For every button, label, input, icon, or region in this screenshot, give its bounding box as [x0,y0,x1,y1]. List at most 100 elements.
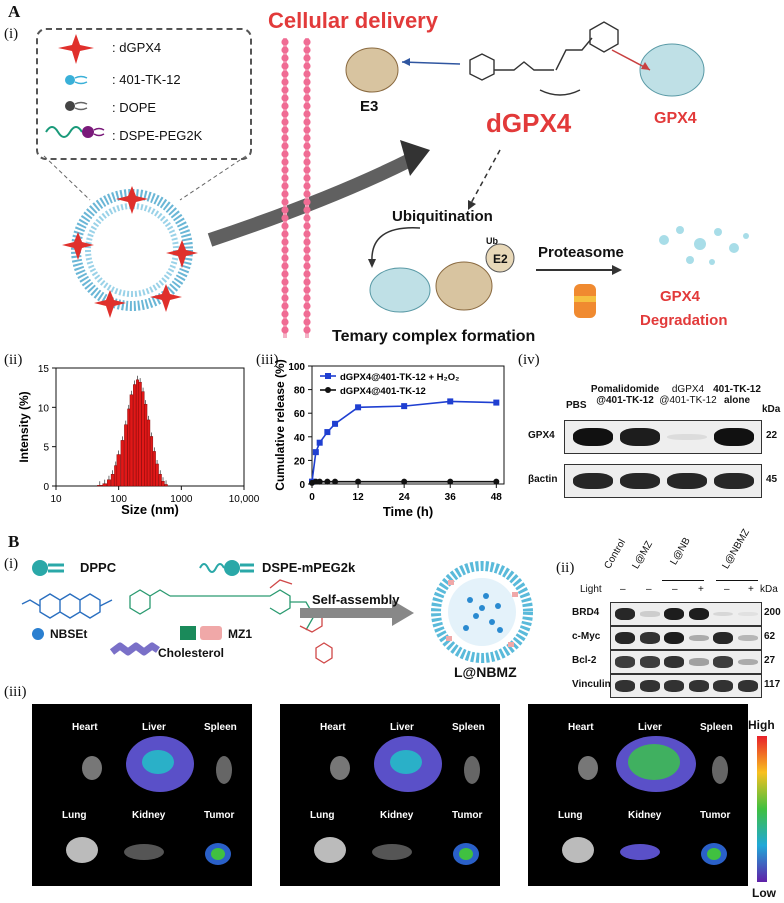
lipid-head [281,222,289,230]
dgpx4-label: dGPX4 [486,108,572,138]
heart-organ [578,756,598,780]
line-ytick-label: 100 [288,362,305,373]
lipid-head [281,70,289,78]
mz1-label: MZ1 [228,627,252,641]
lipid-icon [65,75,88,85]
wb-b-blot [610,650,762,674]
lung-organ [314,837,346,863]
line-ylabel: Cumulative release (%) [273,359,287,490]
lung-organ [66,837,98,863]
hist-bar [152,451,156,487]
lipid-head [281,142,289,150]
wb-band [664,656,684,668]
proteasome-icon [574,284,596,318]
wb-band [688,634,709,642]
organ-label: Lung [310,810,335,821]
kidney-organ [620,844,660,860]
series-point [324,429,331,436]
ternary-complex [369,243,515,313]
lnbmz-label: L@NBMZ [454,664,517,680]
hist-bar [124,424,128,487]
line-ytick-label: 80 [294,386,306,397]
hist-bar [97,485,103,487]
lipid-head [281,326,289,334]
wb-b-col-3: L@NBMZ [720,527,753,571]
gpx4-protein [639,43,705,97]
wb-band [713,656,733,668]
lipid-head [303,110,311,118]
tumor-signal [211,848,225,860]
wb-b-blot [610,674,762,698]
lipid-head [281,158,289,166]
wb-b-blot [610,626,762,650]
lipid-head [303,94,311,102]
hist-ytick-label: 5 [43,443,49,454]
lipid-head [303,78,311,86]
line-ytick-label: 40 [294,433,306,444]
wb-b-group-line-2 [716,580,758,581]
hist-bar [144,403,148,487]
nbset-dot-icon [32,628,44,640]
wb-band [688,680,709,692]
organ-label: Heart [320,722,346,733]
lipid-head [303,142,311,150]
wb-band [714,428,754,446]
pathway-arrows [368,49,651,275]
lipid-head [303,38,311,46]
spleen-organ [216,756,232,784]
lipid-head [281,86,289,94]
lipid-head [303,214,311,222]
peg-icon [45,126,105,138]
red-star-icon [58,34,94,64]
color-scale-bar [757,736,767,882]
scale-low-label: Low [752,886,776,900]
lipid-head [281,134,289,142]
organ-label: Liver [390,722,414,733]
liposome [62,186,198,318]
wb-b-light-4: – [724,584,730,595]
hist-bar [164,484,168,487]
e3-protein [345,47,399,93]
lipid-head [281,118,289,126]
legend-marker [325,373,331,379]
hist-bar [161,481,165,487]
line-ytick-label: 0 [299,480,305,491]
hist-xtick-label: 10,000 [229,494,260,505]
series-point [493,478,500,485]
wb-band [737,680,758,692]
panel-b-iii-label: (iii) [4,684,27,700]
wb-a-col-3: 401-TK-12 alone [713,384,761,406]
lipid-head [303,326,311,334]
lipid-head [281,286,289,294]
spleen-organ [712,756,728,784]
organ-label: Liver [638,722,662,733]
cholesterol-label: Cholesterol [158,646,225,660]
lipid-head [281,150,289,158]
lipid-head [303,302,311,310]
hist-bar [116,454,121,487]
lipid-head [281,102,289,110]
series-point [316,478,323,485]
lipid-head [281,262,289,270]
nanoparticle [431,561,533,663]
line-xlabel: Time (h) [383,504,433,519]
lipid-head [281,78,289,86]
wb-b-row-kda: 62 [764,631,776,642]
tumor-signal [707,848,721,860]
lipid-head [281,254,289,262]
wb-band [714,472,754,490]
dppc-label: DPPC [80,560,117,575]
wb-b-light-5: + [748,584,754,595]
hist-bar [127,408,131,487]
organ-label: Spleen [452,722,485,733]
lipid-head [281,206,289,214]
lipid-head [281,46,289,54]
dspe-icon [199,560,254,576]
legend-icons [45,34,105,138]
e3-label: E3 [360,98,379,115]
wb-band [664,607,684,621]
wb-a-col-2: dGPX4 @401-TK-12 [659,384,717,406]
wb-a-row-kda-0: 22 [766,430,778,441]
lipid-head [281,294,289,302]
